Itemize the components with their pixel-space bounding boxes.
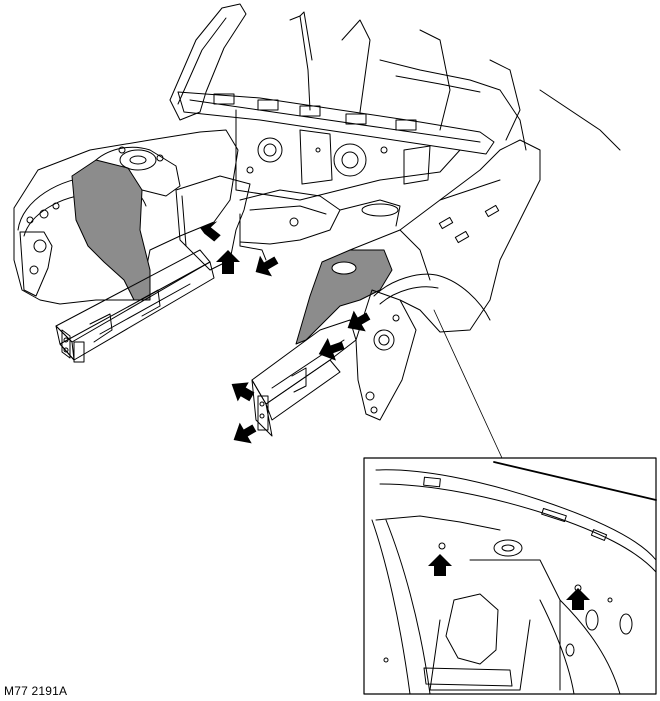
center-crossmember	[175, 175, 401, 271]
arrow-icon	[200, 221, 221, 242]
arrow-icon	[566, 588, 590, 610]
left-chassis-leg	[55, 249, 215, 363]
left-shaded-panel	[71, 159, 151, 301]
indicator-arrows	[200, 221, 371, 444]
arrow-icon	[255, 255, 279, 277]
arrow-icon	[231, 382, 255, 402]
arrow-icon	[318, 338, 345, 361]
right-chassis-leg	[251, 319, 357, 437]
figure-reference: M77 2191A	[4, 684, 68, 698]
arrow-icon	[216, 250, 240, 274]
arrow-icon	[233, 422, 257, 444]
left-wheel-arch-assembly	[13, 3, 621, 305]
arrow-icon	[428, 554, 452, 576]
inset-detail-view	[363, 457, 657, 695]
arrow-icon	[347, 310, 371, 332]
right-wheel-arch-assembly	[295, 139, 541, 459]
